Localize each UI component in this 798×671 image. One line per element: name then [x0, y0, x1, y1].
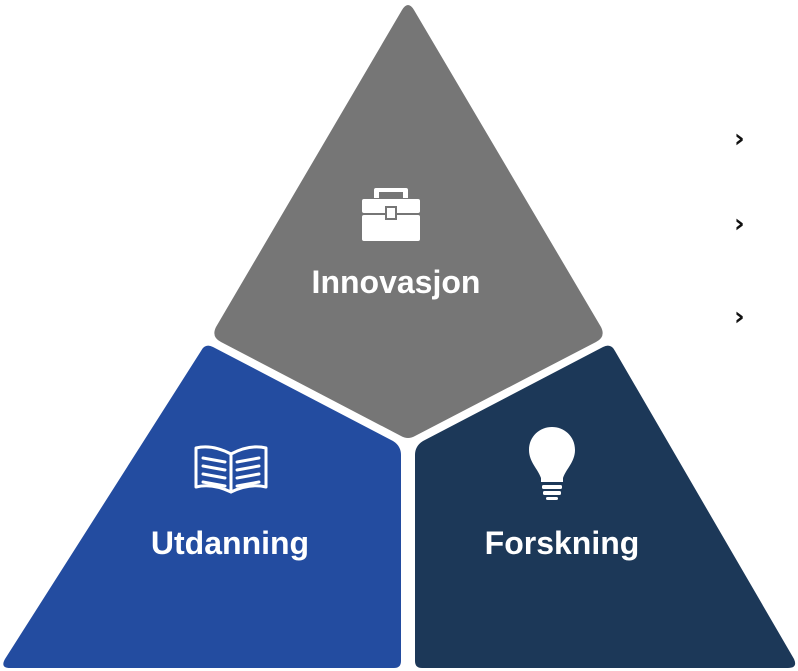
open-book-icon — [194, 445, 268, 494]
chevron-right-icon: › — [734, 209, 745, 239]
chevron-right-icon: › — [734, 302, 745, 332]
segment-utdanning: Utdanning — [3, 345, 401, 668]
segment-innovasjon-label: Innovasjon — [312, 264, 481, 300]
segment-forskning-shape — [415, 345, 796, 668]
toolbox-icon — [362, 188, 420, 241]
list-item: › — [734, 209, 745, 239]
chevron-right-icon: › — [734, 124, 745, 154]
segment-forskning: Forskning — [415, 345, 796, 668]
lightbulb-icon — [529, 427, 575, 500]
list-item: › — [734, 124, 745, 154]
list-item: › — [734, 302, 745, 332]
segment-utdanning-label: Utdanning — [151, 525, 309, 561]
bullet-list: › › › — [734, 124, 745, 332]
segment-utdanning-shape — [3, 345, 401, 668]
segment-innovasjon: Innovasjon — [214, 5, 603, 438]
segment-forskning-label: Forskning — [485, 525, 640, 561]
